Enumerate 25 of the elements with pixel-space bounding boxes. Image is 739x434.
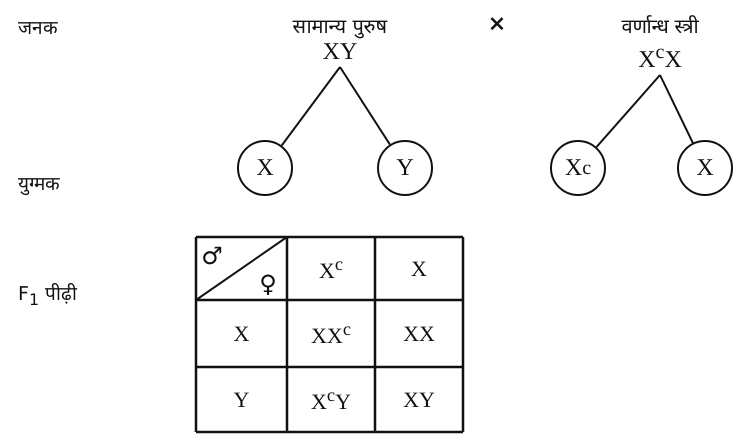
gamete-label: X — [411, 256, 427, 282]
branch-line — [339, 66, 391, 145]
gamete-label: X — [234, 320, 250, 346]
branch-line — [280, 66, 341, 146]
row-heading: F$_{1}$ पीढ़ी — [18, 282, 78, 309]
genotype-label: X$^{c}$Y — [311, 384, 351, 415]
gamete-circle: X — [677, 140, 733, 196]
parent-label: वर्णान्ध स्त्री — [620, 13, 700, 39]
female-symbol: ♀ — [259, 270, 277, 298]
branch-line — [596, 74, 661, 148]
genotype-label: XY — [322, 39, 358, 65]
branch-line — [659, 74, 694, 144]
genotype-label: X$^{c}$X — [638, 40, 682, 73]
cross-sign: × — [488, 12, 506, 36]
genotype-label: XX$^{c}$ — [311, 318, 351, 349]
gamete-circle: X — [237, 140, 293, 196]
row-heading: युग्मक — [18, 172, 60, 196]
genotype-label: XY — [403, 386, 435, 412]
genotype-label: XX — [403, 320, 435, 346]
row-heading: जनक — [18, 16, 58, 40]
gamete-circle: Y — [377, 140, 433, 196]
parent-label: सामान्य पुरुष — [291, 13, 389, 39]
gamete-label: Y — [234, 386, 250, 412]
gamete-label: X$^{c}$ — [318, 253, 344, 284]
male-symbol: ♂ — [201, 242, 223, 270]
